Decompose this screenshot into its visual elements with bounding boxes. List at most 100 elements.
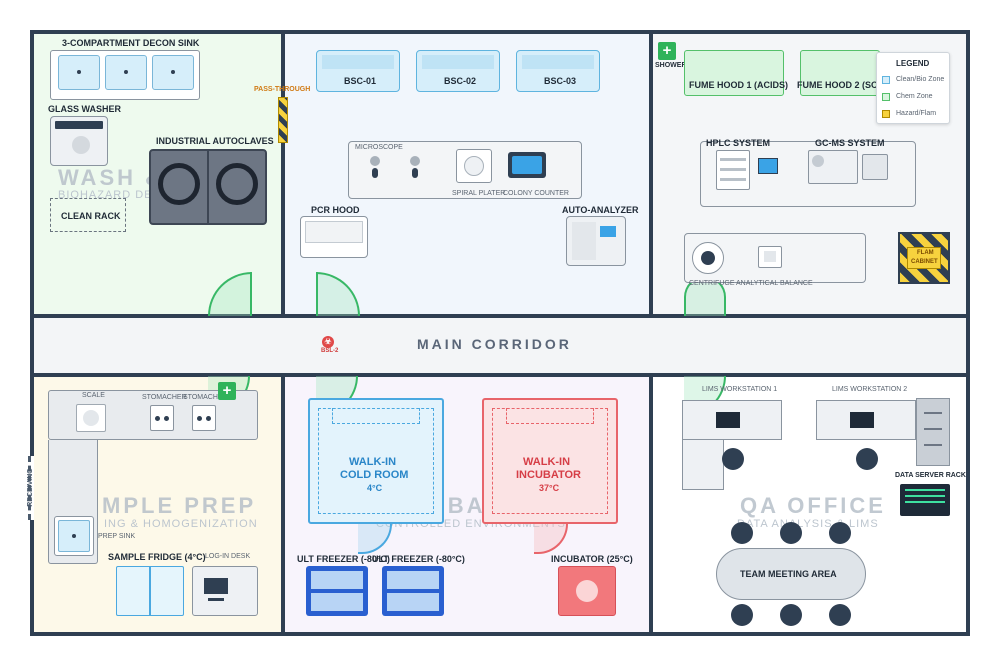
- bsc-01-label: BSC-01: [344, 76, 377, 86]
- cabinet-drawer: [924, 412, 942, 414]
- bsc-02-label: BSC-02: [444, 76, 477, 86]
- login-keyboard: [208, 598, 224, 601]
- stomacher-1[interactable]: [150, 405, 174, 431]
- fume-hood-2-label: FUME HOOD 2 (SOL: [797, 80, 884, 90]
- spiral-plater[interactable]: [456, 149, 492, 183]
- first-aid-icon[interactable]: +: [218, 382, 236, 400]
- room-sub-prep: ING & HOMOGENIZATION: [104, 518, 258, 530]
- chair[interactable]: [722, 448, 744, 470]
- lims-2-label: LIMS WORKSTATION 2: [832, 386, 908, 393]
- prep-sink-drain: [72, 534, 76, 538]
- stomacher-2[interactable]: [192, 405, 216, 431]
- lims-1-label: LIMS WORKSTATION 1: [702, 386, 778, 393]
- incubator-room-label-2: INCUBATOR: [516, 469, 581, 481]
- fume-hood-1-label: FUME HOOD 1 (ACIDS): [689, 80, 788, 90]
- cold-room-shelving: [318, 408, 434, 514]
- shower-label: SHOWER: [655, 62, 687, 69]
- lims-1-monitor: [716, 412, 740, 428]
- lims-desk-return[interactable]: [682, 440, 724, 490]
- clean-rack[interactable]: [50, 198, 126, 232]
- gc-ms-module[interactable]: [862, 154, 888, 180]
- corridor: [34, 318, 966, 374]
- scale-pan: [83, 410, 99, 426]
- walk-in-incubator[interactable]: [482, 398, 618, 524]
- server-led: [905, 495, 945, 497]
- chair[interactable]: [780, 604, 802, 626]
- hplc-module: [720, 158, 746, 161]
- chair[interactable]: [856, 448, 878, 470]
- centrifuge-rotor: [701, 251, 715, 265]
- incubator-25-window: [576, 580, 598, 602]
- door-leaf: [250, 272, 252, 316]
- filing-cabinet[interactable]: [916, 398, 950, 466]
- microscope-icon: [412, 168, 418, 178]
- login-monitor: [204, 578, 228, 594]
- spiral-plater-label: SPIRAL PLATER: [452, 190, 506, 197]
- walk-in-cold-room[interactable]: [308, 398, 444, 524]
- room-name-qa: QA OFFICE: [740, 493, 886, 518]
- room-name-prep: MPLE PREP: [102, 493, 257, 518]
- fume-hood-1[interactable]: [684, 50, 784, 96]
- pass-through[interactable]: [278, 97, 288, 143]
- ult-freezer-drawer: [311, 571, 363, 589]
- flam-cabinet-plate: [907, 247, 941, 269]
- wall: [649, 373, 653, 636]
- stomacher-indicator: [206, 416, 211, 421]
- ult-freezer-1-label: ULT FREEZER (-80°C): [297, 554, 390, 564]
- autoclave-door: [216, 163, 258, 205]
- flam-cabinet[interactable]: [898, 232, 950, 284]
- wall: [649, 30, 653, 318]
- meeting-area-label: TEAM MEETING AREA: [740, 569, 837, 579]
- outer-wall: [30, 30, 970, 636]
- hplc-module: [720, 178, 746, 181]
- glass-washer-dial: [72, 136, 90, 154]
- legend-label-hazard: Hazard/Flam: [896, 110, 937, 117]
- scale-label: SCALE: [82, 392, 105, 399]
- cold-room-label-1: WALK-IN: [349, 456, 397, 468]
- chair[interactable]: [829, 522, 851, 544]
- drain-dot: [77, 70, 81, 74]
- wall: [30, 314, 970, 318]
- biohazard-icon: ☣: [322, 336, 334, 348]
- bsc-sash: [422, 55, 494, 69]
- balance-pan: [764, 251, 776, 262]
- door-leaf: [316, 272, 318, 316]
- legend-label-clean: Clean/Bio Zone: [896, 76, 945, 83]
- cabinet-drawer: [924, 444, 942, 446]
- chair[interactable]: [829, 604, 851, 626]
- legend-swatch-hazard: [882, 110, 890, 118]
- auto-analyzer-screen: [600, 226, 616, 237]
- ult-freezer-drawer: [387, 593, 439, 611]
- login-desk-label: LOG-IN DESK: [205, 553, 251, 560]
- cabinet-drawer: [924, 428, 942, 430]
- cold-room-temp: 4°C: [367, 483, 383, 493]
- legend-label-chem: Chem Zone: [896, 93, 933, 100]
- incubator-room-label-1: WALK-IN: [523, 456, 571, 468]
- glass-washer-panel: [55, 121, 103, 129]
- receiving-door[interactable]: [28, 456, 34, 520]
- stomacher-label-2: STOMACHER: [183, 394, 228, 401]
- glass-washer-label: GLASS WASHER: [48, 104, 122, 114]
- gc-ms-inlet: [812, 155, 824, 167]
- team-meeting-table[interactable]: [716, 548, 866, 600]
- chair[interactable]: [780, 522, 802, 544]
- auto-analyzer-panel: [572, 222, 596, 260]
- incubator-shelving: [492, 408, 608, 514]
- chair[interactable]: [731, 604, 753, 626]
- room-sub-qa: DATA ANALYSIS & LIMS: [737, 518, 879, 530]
- colony-counter-label: COLONY COUNTER: [503, 190, 569, 197]
- autoclave-door: [158, 163, 200, 205]
- fume-hood-2[interactable]: [800, 50, 880, 96]
- centrifuge-label: CENTRIFUGE: [689, 280, 735, 287]
- wall: [30, 373, 970, 377]
- incubator-room-temp: 37°C: [539, 483, 560, 493]
- microscope-label: MICROSCOPE: [355, 144, 403, 151]
- incubator-25-label: INCUBATOR (25°C): [551, 554, 633, 564]
- server-rack-label: DATA SERVER RACK: [895, 472, 966, 479]
- shower-icon[interactable]: +: [658, 42, 676, 60]
- legend-swatch-clean: [882, 76, 890, 84]
- chair[interactable]: [731, 522, 753, 544]
- incubator-shelf-top: [506, 408, 594, 424]
- hplc-screen: [758, 158, 778, 174]
- bsc-sash: [322, 55, 394, 69]
